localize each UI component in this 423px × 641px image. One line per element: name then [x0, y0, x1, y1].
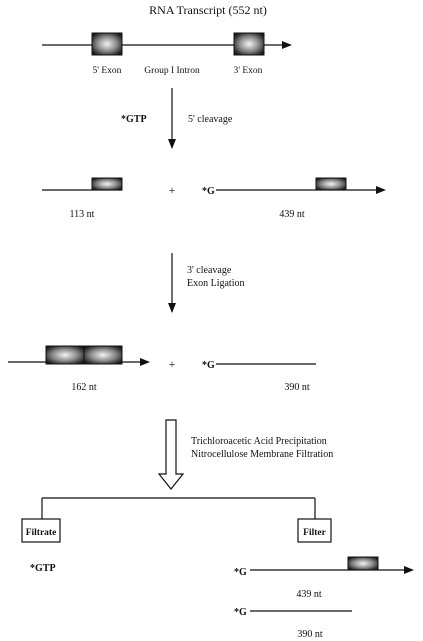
- diagram-title: RNA Transcript (552 nt): [149, 3, 267, 17]
- fragment-439-length: 439 nt: [279, 209, 305, 220]
- fragment-113-length: 113 nt: [70, 209, 95, 220]
- g-label: *G: [234, 567, 247, 578]
- fragment-439-exon-box: [315, 177, 347, 191]
- rna-transcript: 5' Exon Group I Intron 3' Exon: [42, 32, 292, 76]
- g-label: *G: [202, 186, 215, 197]
- intron-label: Group I Intron: [144, 66, 200, 76]
- step-5-cleavage-label: 5' cleavage: [188, 114, 233, 125]
- plus-sign: +: [169, 183, 176, 197]
- retained-439-exon-box: [347, 556, 379, 571]
- exon-3-label: 3' Exon: [234, 66, 263, 76]
- step-separation: Trichloroacetic Acid Precipitation Nitro…: [157, 419, 333, 490]
- ligation-products: + *G 162 nt 390 nt: [8, 345, 316, 393]
- fragment-162-length: 162 nt: [71, 382, 97, 393]
- tca-precipitation-label: Trichloroacetic Acid Precipitation: [191, 436, 327, 447]
- g-label: *G: [202, 360, 215, 371]
- exon-5-label: 5' Exon: [93, 66, 122, 76]
- filter-label: Filter: [303, 528, 326, 538]
- retained-439-length: 439 nt: [296, 589, 322, 600]
- plus-sign: +: [169, 357, 176, 371]
- retained-390-length: 390 nt: [297, 629, 323, 640]
- fragment-390-length: 390 nt: [284, 382, 310, 393]
- split-bracket: [41, 497, 316, 519]
- ligated-exons-arrow-icon: [140, 358, 150, 366]
- filtrate-label: Filtrate: [26, 528, 57, 538]
- retained-439-arrow-icon: [404, 566, 414, 574]
- g-label: *G: [234, 607, 247, 618]
- reagent-gtp-label: *GTP: [121, 114, 147, 125]
- step-5-cleavage: *GTP 5' cleavage: [121, 88, 233, 149]
- cleavage-products: + *G 113 nt 439 nt: [42, 177, 386, 220]
- filtrate-branch: Filtrate *GTP: [21, 518, 61, 574]
- filter-branch: Filter *G 439 nt *G 390 nt: [234, 518, 414, 640]
- step-3-cleavage: 3' cleavage Exon Ligation: [168, 253, 245, 313]
- filter-box: [297, 518, 332, 543]
- ligated-exon-3-box: [83, 345, 123, 365]
- exon-ligation-label: Exon Ligation: [187, 278, 245, 289]
- fragment-439-arrow-icon: [376, 186, 386, 194]
- filtrate-box: [21, 518, 61, 543]
- step-3-cleavage-label: 3' cleavage: [187, 265, 232, 276]
- ligated-exon-5-box: [45, 345, 85, 365]
- hollow-down-arrow-icon: [157, 419, 185, 490]
- exon-3-box: [233, 32, 265, 56]
- exon-5-box: [91, 32, 123, 56]
- transcript-arrow-icon: [282, 41, 292, 49]
- nitrocellulose-filtration-label: Nitrocellulose Membrane Filtration: [191, 449, 333, 460]
- fragment-113-exon-box: [91, 177, 123, 191]
- filtrate-gtp-label: *GTP: [30, 563, 56, 574]
